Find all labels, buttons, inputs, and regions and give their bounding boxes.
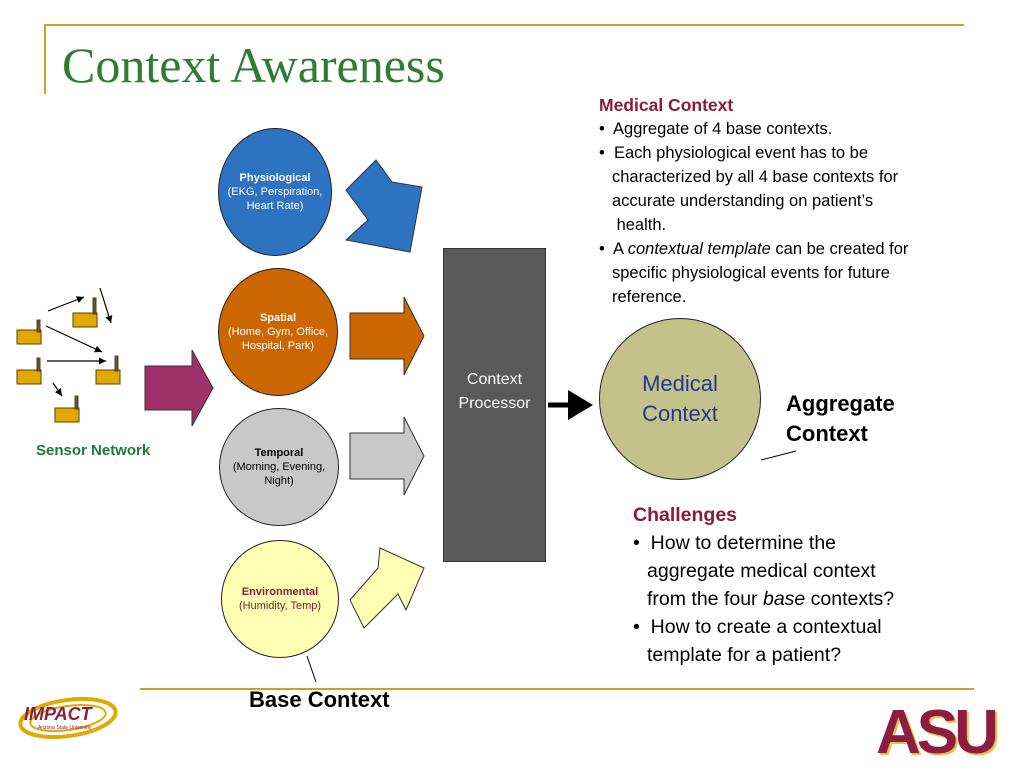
bottom-border-line (140, 688, 974, 690)
sensor-node-icon (54, 395, 80, 423)
physiological-circle: Physiological (EKG, Perspiration, Heart … (218, 128, 332, 256)
impact-logo-swoosh (18, 696, 118, 740)
base-context-connector-line (306, 655, 317, 683)
page-title: Context Awareness (62, 37, 445, 93)
sensor-to-context-arrow (144, 349, 214, 427)
base-context-label: Base Context (249, 687, 390, 712)
sensor-node-icon (95, 355, 121, 385)
top-border-line (44, 24, 964, 26)
challenge-2-line1: How to create a contextual (650, 616, 882, 638)
temporal-title: Temporal (254, 447, 304, 459)
challenge-item-1: • How to determine the aggregate medical… (633, 529, 993, 613)
sensor-node-icon (72, 297, 98, 328)
challenge-item-2: • How to create a contextual template fo… (633, 613, 993, 669)
sensor-node-icon (16, 357, 42, 385)
medical-bullet-3-emphasis: contextual template (627, 240, 771, 258)
sensor-link-arrow (47, 296, 85, 312)
left-border-line (44, 24, 46, 94)
processor-label-line1: Context (466, 371, 523, 388)
temporal-detail: (Morning, Evening, Night) (232, 461, 326, 487)
medical-bullet-3: • A contextual template can be created f… (599, 237, 1009, 309)
temporal-arrow (349, 416, 425, 496)
challenge-1-emphasis: base (762, 588, 806, 610)
challenge-1-line3-pre: from the four (647, 588, 763, 610)
spatial-title: Spatial (259, 312, 297, 324)
impact-logo-text: IMPACT (24, 704, 92, 724)
context-processor-box: Context Processor (443, 248, 546, 562)
sensor-node-icon (16, 319, 42, 345)
sensor-link-arrow (52, 382, 63, 397)
environmental-arrow (349, 547, 425, 629)
asu-logo: ASU (876, 698, 999, 767)
physiological-arrow (344, 159, 423, 253)
aggregate-connector-line (760, 450, 797, 461)
medical-bullet-3-line2: specific physiological events for future (612, 264, 890, 282)
environmental-circle: Environmental (Humidity, Temp) (221, 540, 339, 658)
spatial-arrow (349, 296, 425, 376)
impact-logo-subtext: Arizona State University (38, 725, 92, 731)
medical-bullet-2-line1: Each physiological event has to be (613, 144, 869, 162)
medical-context-panel: Medical Context • Aggregate of 4 base co… (599, 93, 1009, 309)
medical-bullet-2-line2: characterized by all 4 base contexts for (612, 168, 899, 186)
environmental-detail: (Humidity, Temp) (238, 600, 322, 612)
aggregate-context-label: Aggregate Context (786, 389, 895, 449)
medical-bullet-3-line3: reference. (612, 288, 687, 306)
sensor-link-arrow (99, 287, 113, 324)
spatial-circle: Spatial (Home, Gym, Office, Hospital, Pa… (218, 268, 338, 396)
medical-bullet-3-post: can be created for (770, 240, 909, 258)
challenge-1-line2: aggregate medical context (647, 560, 876, 582)
medical-circle-line2: Context (642, 401, 718, 426)
medical-bullet-3-pre: A (613, 240, 628, 258)
medical-circle-line1: Medical (642, 371, 718, 396)
sensor-link-arrow (45, 325, 103, 353)
challenges-heading: Challenges (633, 504, 738, 526)
physiological-detail: (EKG, Perspiration, Heart Rate) (227, 186, 323, 212)
aggregate-line2: Context (786, 421, 868, 446)
sensor-links (45, 287, 113, 397)
medical-bullet-2-line3: accurate understanding on patient’s (612, 192, 874, 210)
temporal-circle: Temporal (Morning, Evening, Night) (219, 408, 339, 526)
medical-bullet-1: • Aggregate of 4 base contexts. (599, 120, 833, 138)
aggregate-line1: Aggregate (786, 391, 895, 416)
medical-bullet-2: • Each physiological event has to be cha… (599, 141, 1009, 237)
processor-label-line2: Processor (458, 395, 531, 412)
medical-bullet-2-line4: health. (612, 216, 667, 234)
challenge-2-line2: template for a patient? (647, 644, 842, 666)
sensor-nodes (16, 297, 121, 423)
physiological-title: Physiological (239, 172, 311, 184)
challenges-panel: Challenges • How to determine the aggreg… (633, 501, 993, 669)
sensor-network-label: Sensor Network (36, 442, 151, 459)
challenge-1-line3-post: contexts? (805, 588, 895, 610)
medical-panel-heading: Medical Context (599, 95, 734, 115)
impact-logo: IMPACT Arizona State University (24, 704, 92, 731)
challenge-1-line1: How to determine the (650, 532, 837, 554)
spatial-detail: (Home, Gym, Office, Hospital, Park) (227, 326, 329, 352)
medical-context-circle: Medical Context (599, 318, 761, 480)
environmental-title: Environmental (241, 586, 319, 598)
medical-bullet-1-text: Aggregate of 4 base contexts. (613, 120, 833, 138)
